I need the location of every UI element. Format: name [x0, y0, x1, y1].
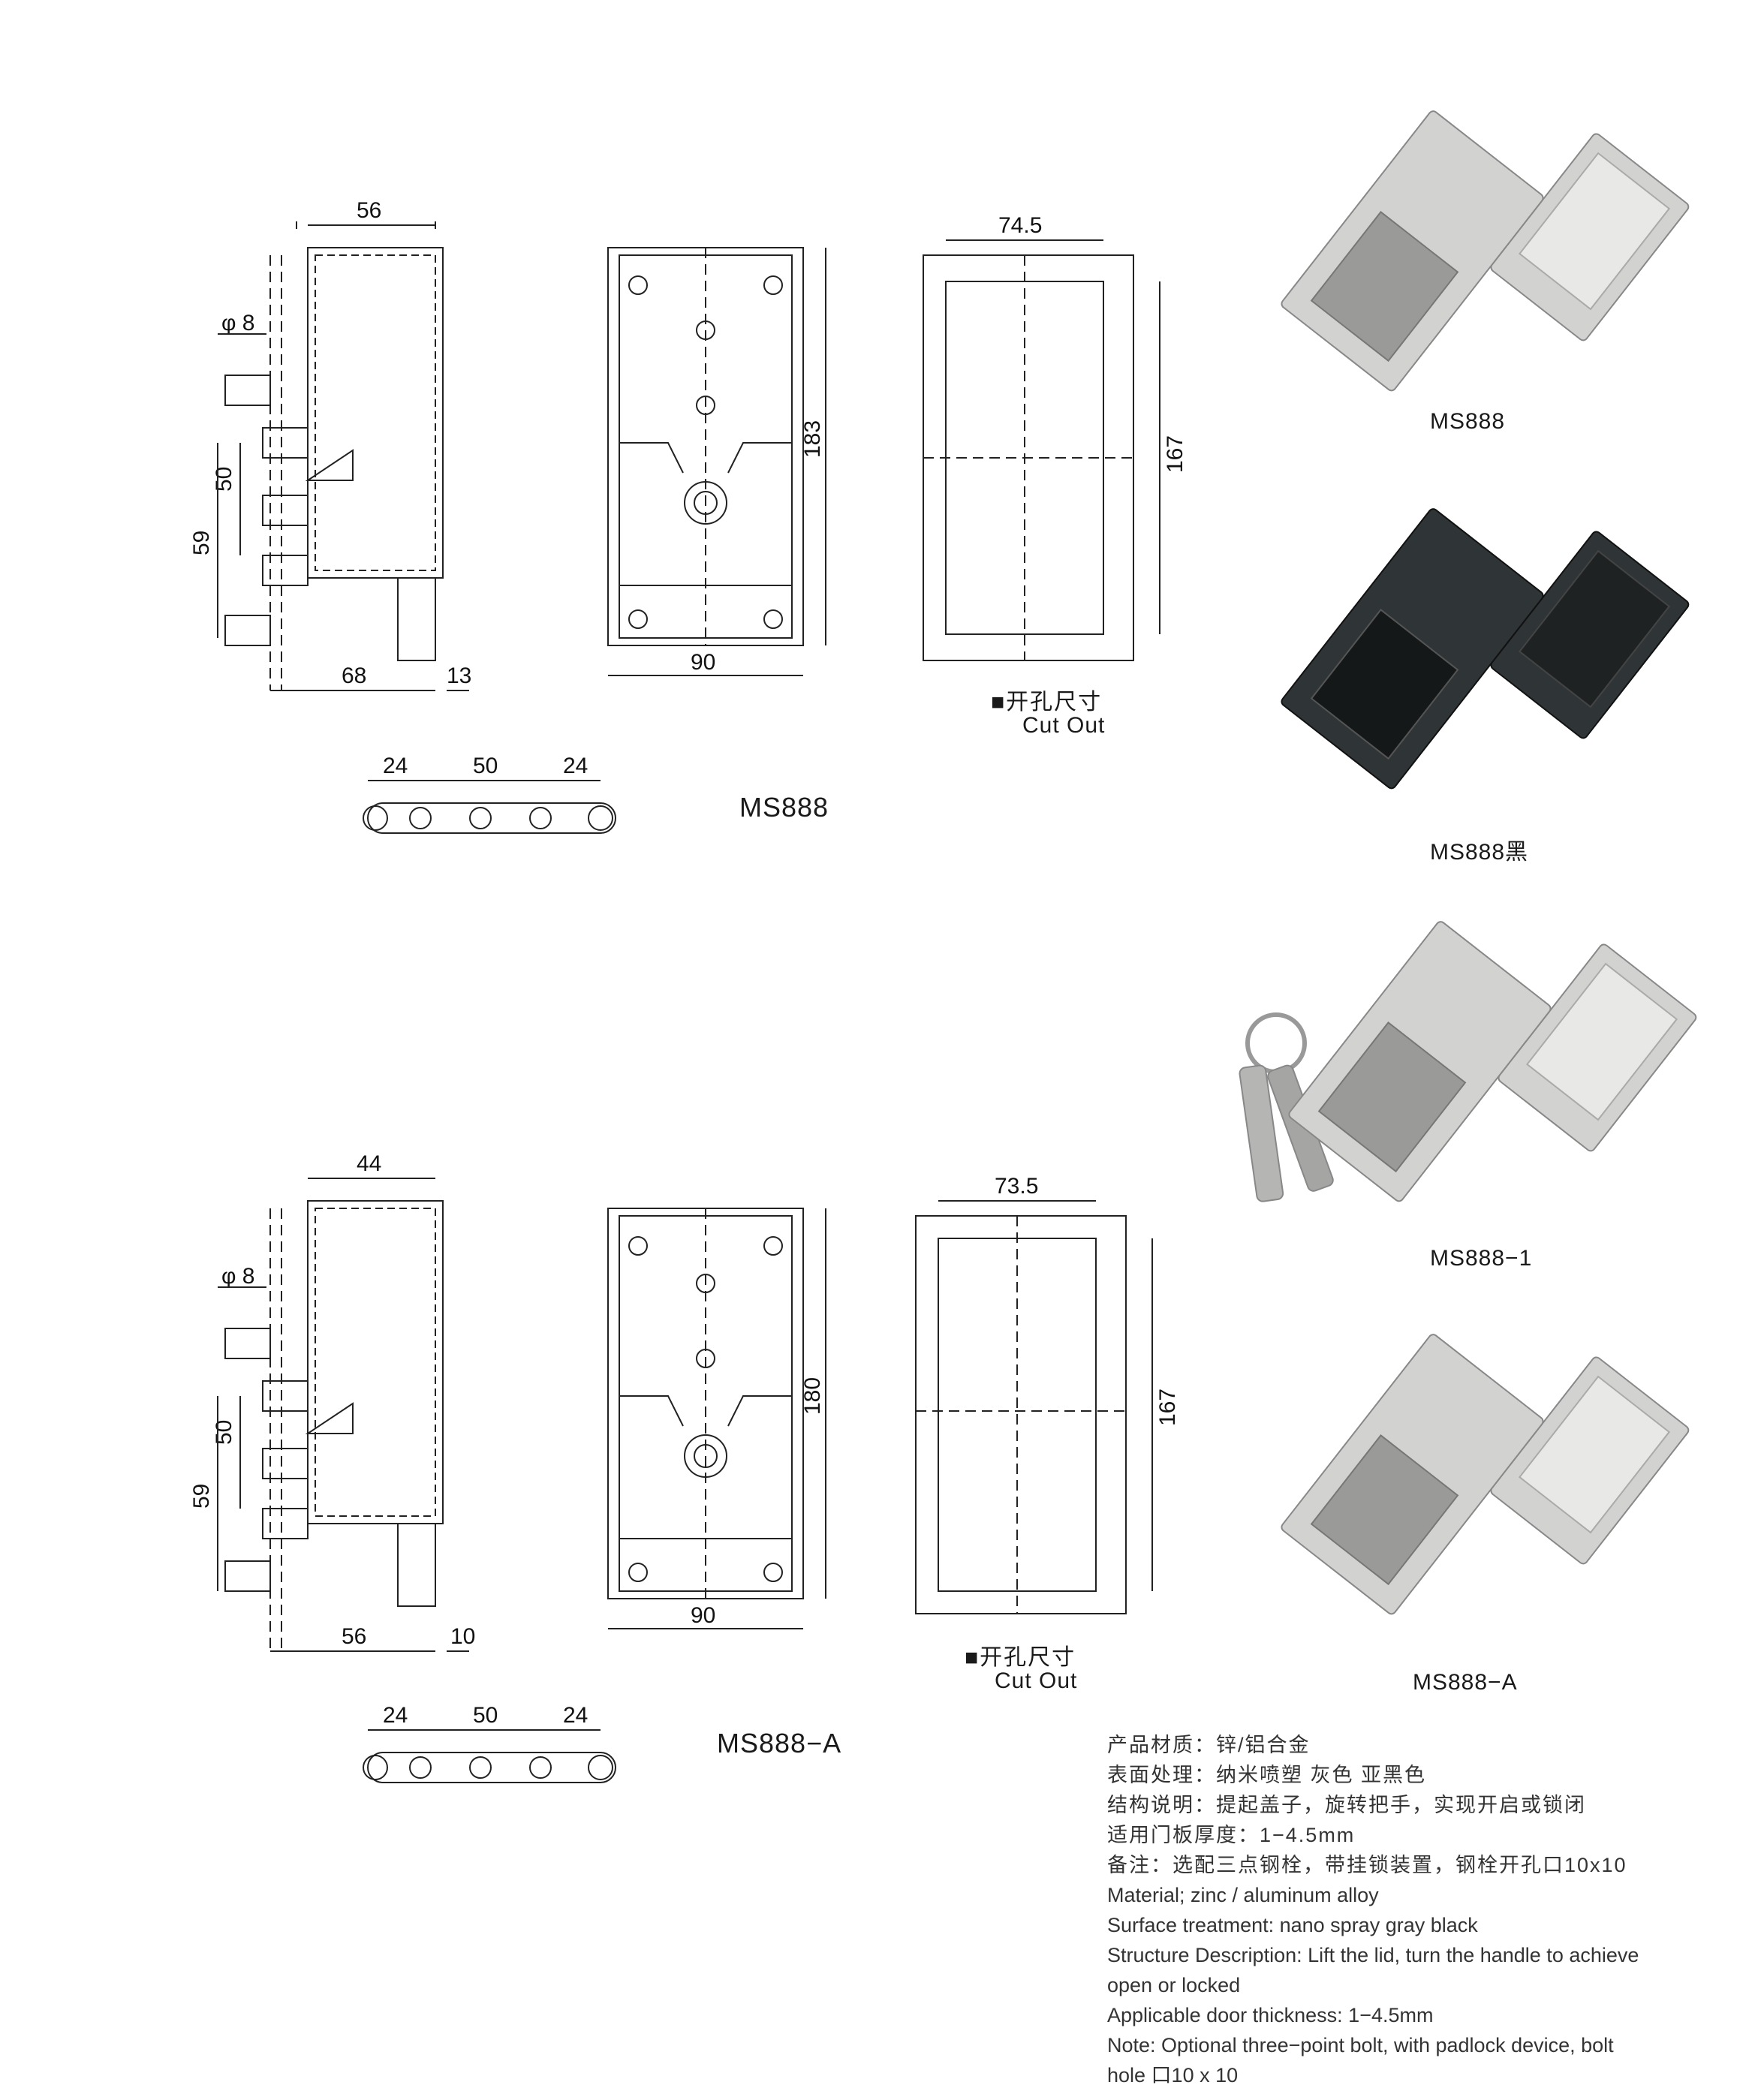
photo-ms888-a: [1281, 1334, 1690, 1615]
ms888-bolt-right: 24: [563, 754, 588, 778]
ms888-dim-top-width: 56: [357, 198, 381, 223]
key-icon: [1239, 1012, 1334, 1202]
note-en-structure-cont: open or locked: [1107, 1974, 1241, 1996]
note-en-remark: Note: Optional three−point bolt, with pa…: [1107, 2034, 1614, 2056]
ms888a-front-view: 180 90: [607, 1208, 826, 1629]
ms888a-dim-59: 59: [189, 1484, 214, 1509]
ms888-side-view: 56 φ 8 50 59 68 13: [189, 198, 471, 691]
ms888a-bolt-mid: 50: [473, 1703, 498, 1728]
note-en-surface: Surface treatment: nano spray gray black: [1107, 1914, 1478, 1936]
ms888-model-label: MS888: [739, 792, 829, 823]
ms888a-dim-hole: φ 8: [221, 1264, 254, 1289]
note-en-remark-cont: hole 口10 x 10: [1107, 2064, 1239, 2086]
photo-ms888-black-caption: MS888黑: [1430, 840, 1529, 865]
ms888-dim-height: 183: [800, 420, 825, 458]
ms888-cutout-view: 74.5 167: [923, 213, 1188, 661]
ms888-bolt-left: 24: [383, 754, 408, 778]
ms888a-cutout-height: 167: [1155, 1388, 1180, 1426]
ms888a-cutout-width: 73.5: [995, 1174, 1038, 1199]
ms888a-dim-10: 10: [450, 1624, 475, 1649]
ms888a-bolt-right: 24: [563, 1703, 588, 1728]
ms888-cutout-label-en: Cut Out: [1022, 713, 1106, 738]
ms888a-dim-top-width: 44: [357, 1151, 381, 1176]
photo-ms888-black: [1281, 508, 1690, 790]
ms888a-cutout-view: 73.5 167: [915, 1174, 1180, 1614]
ms888a-cutout-label-cn: ■开孔尺寸: [965, 1645, 1076, 1670]
ms888-dim-50: 50: [212, 467, 236, 492]
ms888-dim-59: 59: [189, 531, 214, 555]
ms888-dim-68: 68: [342, 663, 366, 688]
note-cn-surface: 表面处理：纳米喷塑 灰色 亚黑色: [1107, 1764, 1427, 1786]
note-en-thickness: Applicable door thickness: 1−4.5mm: [1107, 2004, 1434, 2026]
ms888-dim-13: 13: [447, 663, 471, 688]
ms888a-cutout-label-en: Cut Out: [995, 1668, 1078, 1693]
ms888a-bolt-left: 24: [383, 1703, 408, 1728]
ms888-dim-hole: φ 8: [221, 311, 254, 335]
ms888-bolt-mid: 50: [473, 754, 498, 778]
ms888-dim-width: 90: [691, 650, 715, 675]
ms888a-dim-height: 180: [800, 1377, 825, 1415]
photo-ms888-a-caption: MS888−A: [1413, 1670, 1518, 1695]
ms888-bolt-view: 24 50 24: [363, 754, 616, 834]
ms888a-model-label: MS888−A: [717, 1728, 842, 1759]
ms888-cutout-label-cn: ■开孔尺寸: [991, 690, 1103, 715]
ms888-front-view: 183 90: [607, 247, 826, 676]
ms888a-dim-width: 90: [691, 1603, 715, 1628]
ms888-cutout-height: 167: [1163, 435, 1188, 473]
note-cn-material: 产品材质：锌/铝合金: [1107, 1734, 1311, 1756]
ms888-cutout-width: 74.5: [998, 213, 1042, 238]
photo-ms888-caption: MS888: [1430, 409, 1506, 434]
note-en-material: Material; zinc / aluminum alloy: [1107, 1884, 1379, 1906]
spec-notes: 产品材质：锌/铝合金 表面处理：纳米喷塑 灰色 亚黑色 结构说明：提起盖子，旋转…: [1107, 1730, 1639, 2090]
photo-ms888-1: [1239, 921, 1697, 1202]
note-en-structure: Structure Description: Lift the lid, tur…: [1107, 1944, 1639, 1966]
photo-ms888-1-caption: MS888−1: [1430, 1246, 1533, 1271]
note-cn-thickness: 适用门板厚度：1−4.5mm: [1107, 1824, 1356, 1846]
note-cn-structure: 结构说明：提起盖子，旋转把手，实现开启或锁闭: [1107, 1794, 1586, 1816]
ms888a-side-view: 44 φ 8 50 59 56 10: [189, 1151, 475, 1652]
note-cn-remark: 备注：选配三点钢栓，带挂锁装置，钢栓开孔口10x10: [1107, 1854, 1627, 1876]
photo-ms888: [1281, 110, 1690, 392]
ms888a-dim-56: 56: [342, 1624, 366, 1649]
ms888a-bolt-view: 24 50 24: [363, 1703, 616, 1783]
ms888a-dim-50: 50: [212, 1420, 236, 1445]
